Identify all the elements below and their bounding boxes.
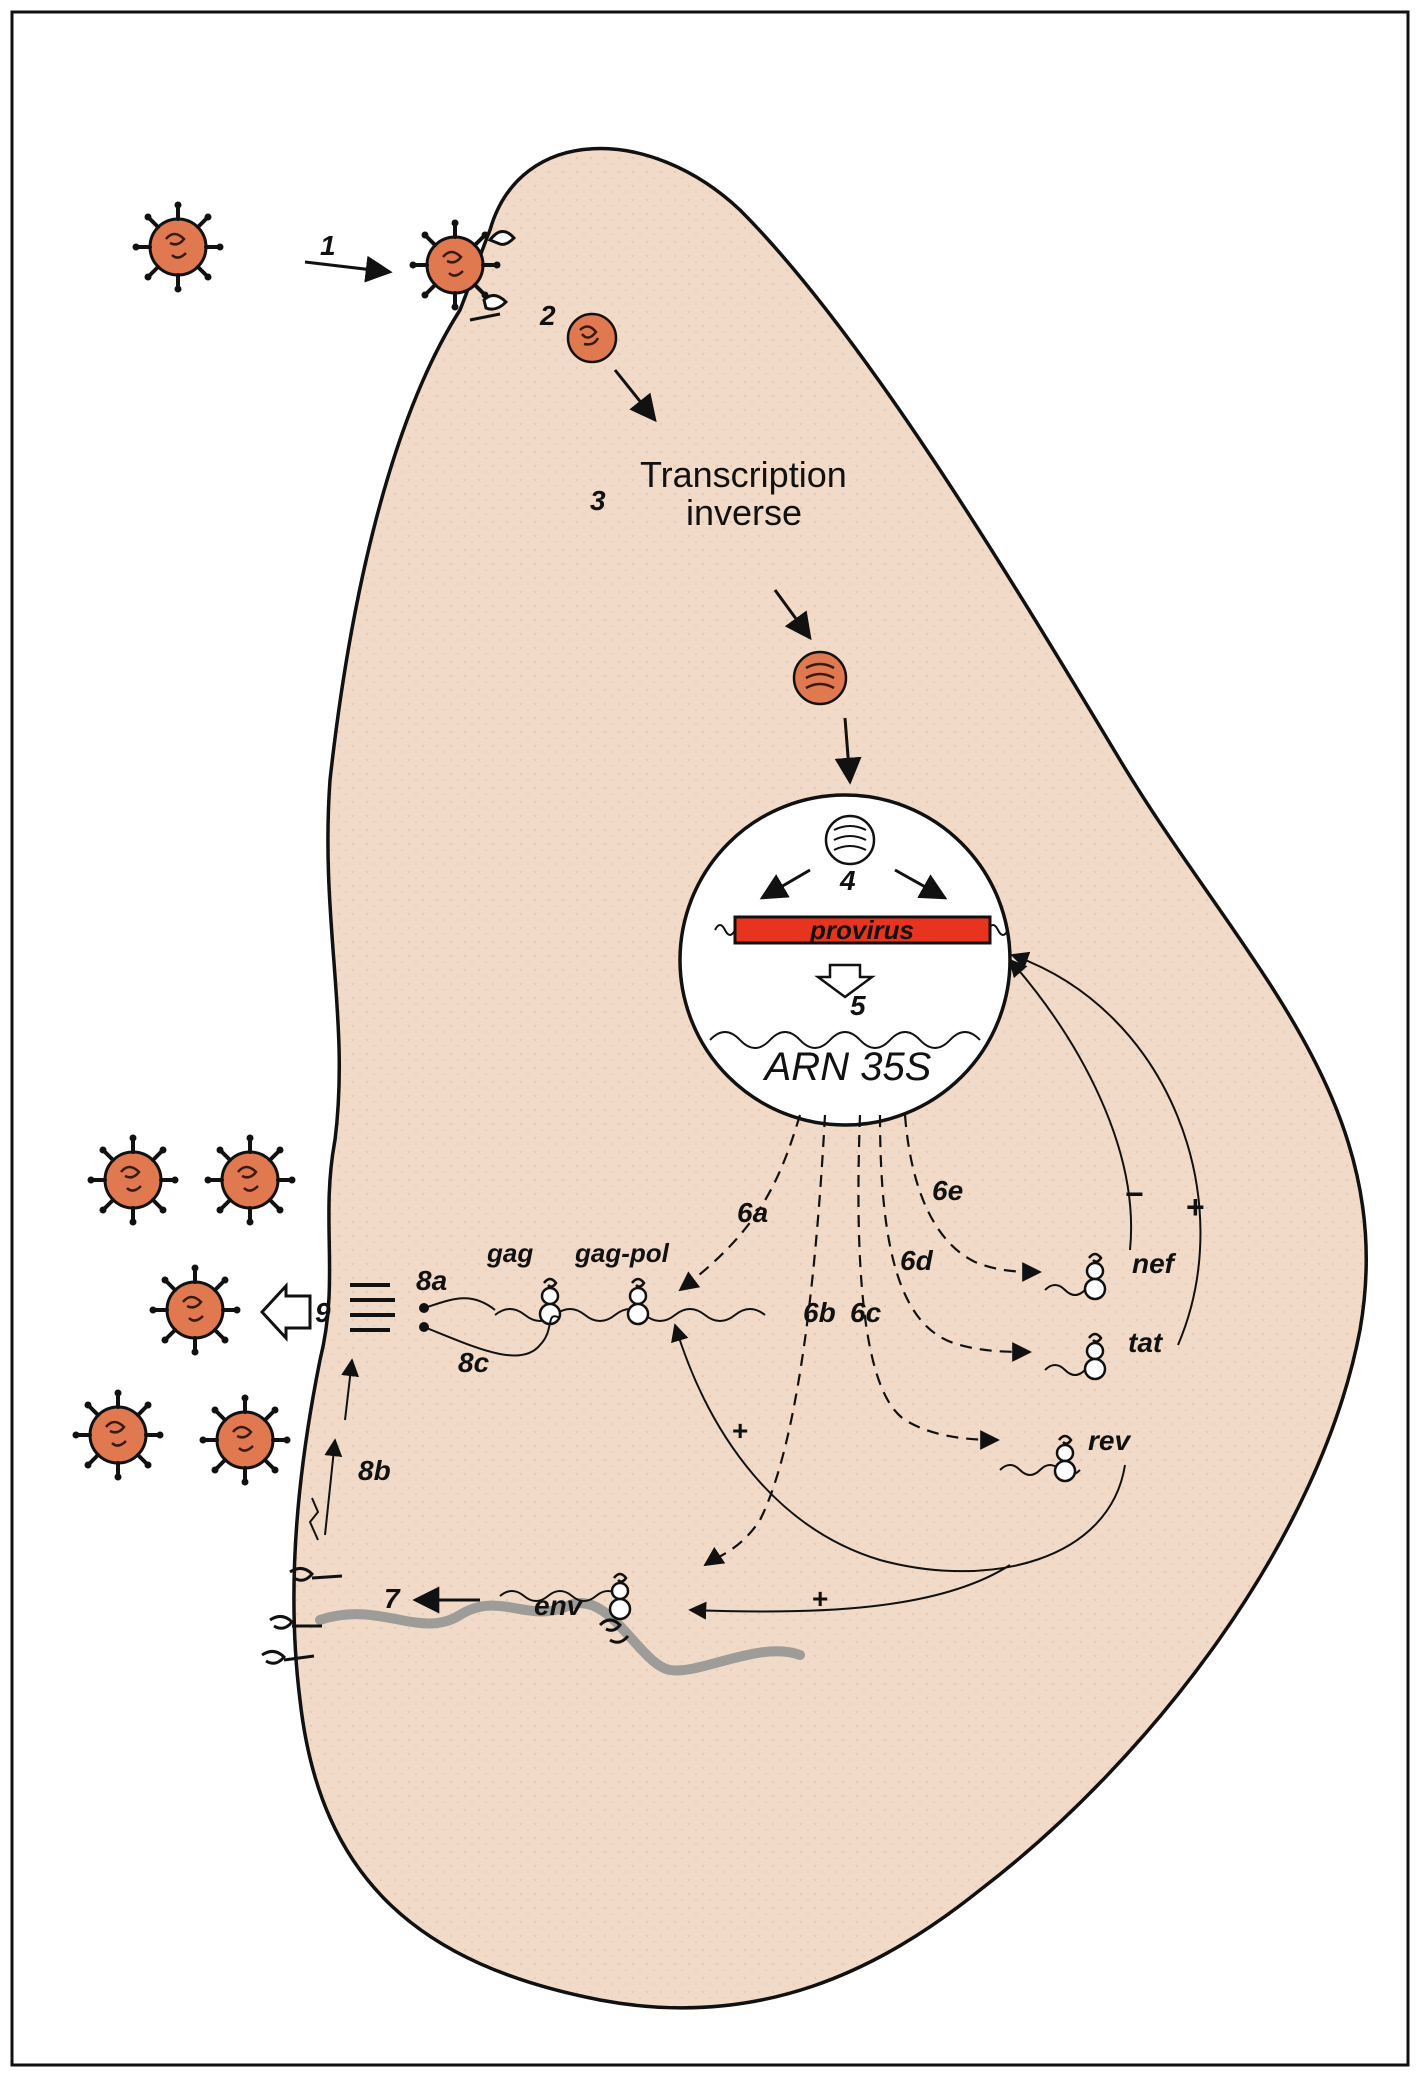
dna-coil-icon: [805, 662, 835, 690]
path-8b-wave: [308, 1497, 320, 1541]
integration-dna-icon: [824, 814, 876, 866]
free-virion: [130, 199, 226, 295]
nuclear-import-arrow: [834, 717, 862, 785]
integration-dna-coil: [833, 825, 867, 851]
label-6b: 6b: [803, 1297, 836, 1328]
step3-arrow: [773, 589, 812, 641]
env-mrna: [499, 1590, 621, 1602]
released-virion-1: [85, 1132, 181, 1228]
gene-env: env: [534, 1590, 584, 1621]
gene-gag-pol: gag-pol: [574, 1238, 670, 1268]
step2-number: 2: [539, 300, 556, 331]
path-8b-arrow-lower: [324, 1438, 343, 1536]
rev-gag-plus-sign: +: [732, 1415, 748, 1446]
label-6a: 6a: [737, 1197, 768, 1228]
step9-number: 9: [315, 1297, 331, 1328]
cd4-receptor-icon: [469, 230, 517, 322]
label-8a: 8a: [416, 1265, 447, 1296]
figure-frame: [10, 10, 1410, 2067]
budding-site-icon: [350, 1283, 395, 1332]
released-virion-4: [70, 1387, 166, 1483]
transcription-arrow-icon: [814, 963, 876, 999]
arn-35s-wave: [709, 1031, 981, 1049]
released-virion-5: [197, 1392, 293, 1488]
path-8b-arrow-upper: [341, 1358, 360, 1421]
step7-number: 7: [384, 1583, 401, 1614]
gene-nef: nef: [1132, 1248, 1177, 1279]
8c-end-dot: [419, 1322, 429, 1332]
rev-gag-arrow: [671, 1323, 1126, 1573]
label-6d: 6d: [900, 1245, 934, 1276]
step4-number: 4: [839, 865, 856, 896]
step1-number: 1: [320, 230, 336, 261]
step1-arrow: [304, 255, 393, 283]
membrane-band: [315, 1598, 805, 1676]
capsid: [566, 312, 618, 364]
gene-tat: tat: [1128, 1327, 1164, 1358]
arrow-6d: [878, 1114, 1032, 1362]
arn-35s-label: ARN 35S: [763, 1045, 932, 1089]
label-6e: 6e: [932, 1175, 963, 1206]
arrow-6c: [857, 1114, 1000, 1450]
arrow-6a: [678, 1114, 802, 1292]
step2-arrow: [613, 369, 657, 423]
release-arrow-icon: [259, 1282, 312, 1342]
released-virion-3: [147, 1262, 243, 1358]
path-8a: [423, 1297, 496, 1311]
tat-feedback-arrow: [1010, 951, 1202, 1346]
path-8c: [423, 1315, 561, 1357]
tat-plus-sign: +: [1186, 1189, 1205, 1225]
step3-label-line2: inverse: [686, 492, 802, 533]
nef-minus-sign: −: [1125, 1176, 1144, 1212]
rev-env-arrow: [688, 1564, 1011, 1620]
released-virion-2: [202, 1132, 298, 1228]
gene-rev: rev: [1088, 1425, 1131, 1456]
gene-gag: gag: [486, 1238, 533, 1268]
label-8c: 8c: [458, 1347, 490, 1378]
host-dna-left: [714, 924, 736, 936]
preintegration-complex: [792, 650, 848, 706]
label-6c: 6c: [850, 1297, 882, 1328]
integration-arrow-left: [759, 868, 811, 900]
nef-feedback-arrow: [1008, 958, 1133, 1251]
membrane-glycoproteins-icon: [261, 1567, 343, 1665]
provirus-text: provirus: [809, 915, 914, 945]
capsid-rna-icon: [579, 325, 600, 346]
step3-number: 3: [590, 485, 606, 516]
label-8b: 8b: [358, 1455, 391, 1486]
integration-arrow-right: [894, 868, 948, 900]
step5-number: 5: [850, 990, 866, 1021]
arrow-6b: [703, 1114, 827, 1567]
arrow-6e: [903, 1114, 1042, 1282]
provirus-bar: [733, 915, 992, 945]
rev-env-plus-sign: +: [812, 1583, 828, 1614]
env-protein-icon: [598, 1618, 630, 1644]
8a-end-dot: [419, 1303, 429, 1313]
step3-label-line1: Transcription: [640, 454, 847, 495]
